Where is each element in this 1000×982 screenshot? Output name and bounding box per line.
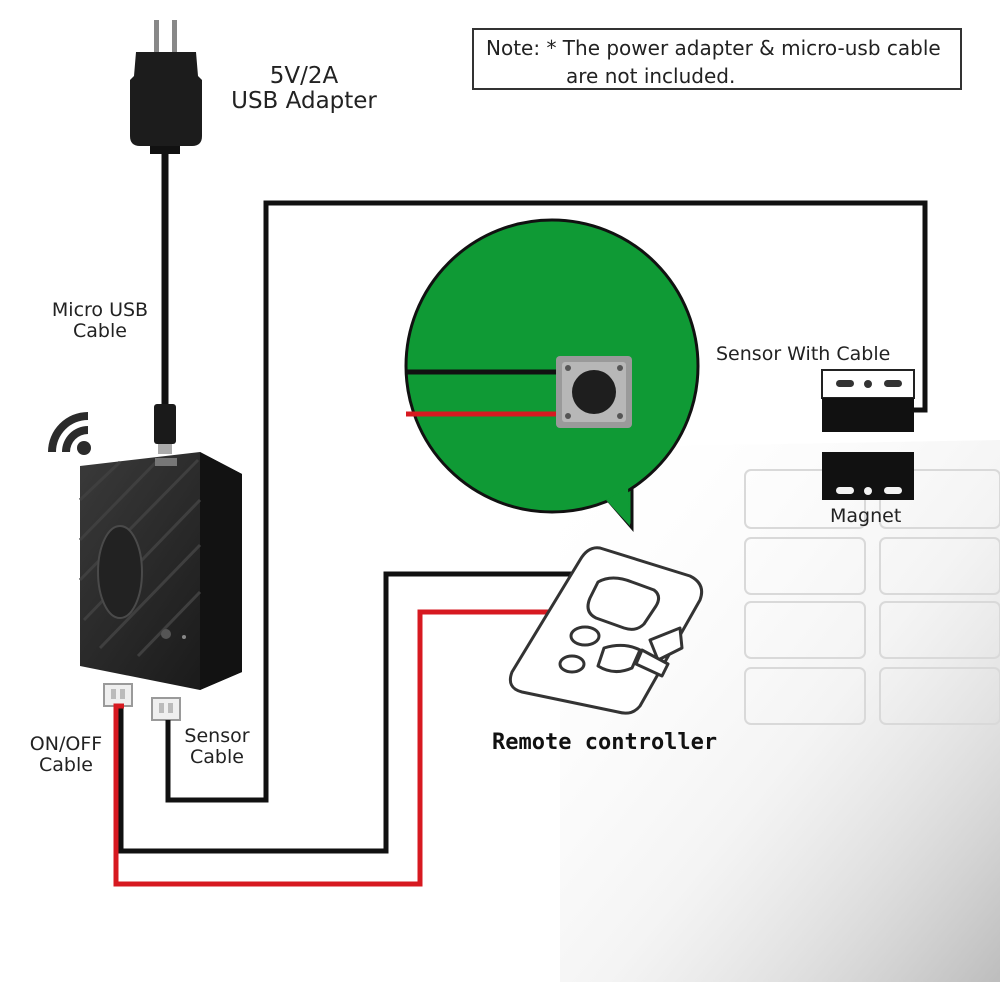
door-sensor: [821, 369, 915, 432]
micro-usb-label-line1: Micro USB: [51, 299, 149, 321]
micro-usb-label-line2: Cable: [73, 319, 127, 342]
on-off-cable-label: ON/OFF Cable: [14, 734, 118, 775]
on-off-red-wire: [113, 609, 565, 887]
wifi-controller-device: [78, 452, 242, 690]
pcb-callout: [404, 218, 700, 533]
micro-usb-label: Micro USB Cable: [40, 300, 160, 341]
eu-plug-icon: [130, 20, 202, 154]
push-button-icon: [556, 356, 632, 428]
note-line-2: are not included.: [566, 64, 736, 88]
sensor-cable-label-line1: Sensor: [184, 725, 250, 747]
usb-adapter-label-line1: 5V/2A: [269, 63, 339, 89]
usb-adapter-label-line2: USB Adapter: [231, 87, 377, 114]
magnet: [822, 452, 914, 500]
sensor-wire: [165, 200, 928, 803]
on-off-label-line1: ON/OFF: [29, 733, 103, 755]
on-off-connector: [103, 683, 133, 707]
note-line-1: Note: * The power adapter & micro-usb ca…: [486, 36, 941, 60]
note-text: Note: * The power adapter & micro-usb ca…: [486, 34, 941, 90]
usb-adapter-label: 5V/2A USB Adapter: [214, 64, 394, 114]
magnet-label: Magnet: [830, 505, 902, 527]
sensor-cable-connector: [151, 697, 181, 721]
remote-fob-icon: [508, 546, 704, 715]
micro-usb-connector-icon: [154, 404, 176, 454]
sensor-cable-label: Sensor Cable: [172, 726, 262, 767]
wifi-icon: [48, 412, 91, 455]
note-box: [472, 28, 962, 90]
wires: [113, 200, 928, 887]
on-off-label-line2: Cable: [39, 753, 93, 776]
sensor-cable-label-line2: Cable: [190, 745, 244, 768]
sensor-with-cable-label: Sensor With Cable: [716, 343, 891, 365]
remote-controller-label: Remote controller: [492, 730, 718, 755]
